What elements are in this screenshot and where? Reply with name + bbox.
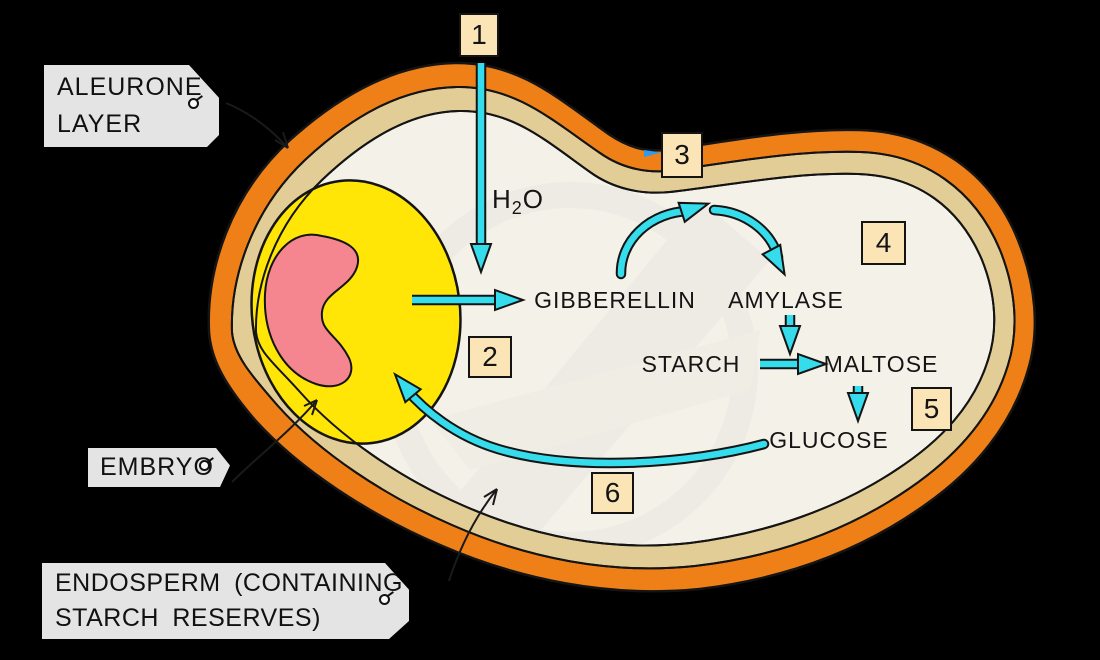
endosperm-tag: ENDOSPERM (CONTAINING STARCH RESERVES) [42, 563, 409, 639]
step-box-4: 4 [861, 221, 906, 265]
embryo-shape [263, 233, 360, 388]
h2o-subscript: 2 [511, 198, 523, 218]
endosperm-label-line1: ENDOSPERM (CONTAINING [55, 569, 403, 597]
h2o-arrow [469, 63, 493, 275]
embryo-to-gibberellin-arrow [412, 288, 526, 312]
aleurone-layer-label-line2: LAYER [57, 110, 143, 138]
starch-to-maltose-arrow [760, 352, 829, 376]
step-box-6: 6 [591, 472, 634, 514]
step-box-5: 5 [911, 387, 952, 431]
embryo-tag-pin-icon [199, 460, 210, 471]
embryo-pointer-arrow [231, 399, 318, 483]
glucose-to-embryo-arrow [393, 371, 770, 469]
step-box-2: 2 [468, 336, 512, 378]
h2o-h: H [492, 184, 512, 214]
h2o-label: H2O [492, 184, 544, 219]
aleurone-boundary-line [230, 85, 1016, 570]
aleurone-layer-label-line1: ALEURONE [57, 73, 203, 101]
step-5-number: 5 [923, 393, 940, 424]
gibberellin-label: GIBBERELLIN [534, 287, 696, 313]
endosperm-label-line2: STARCH RESERVES) [55, 604, 321, 632]
amylase-label: AMYLASE [728, 287, 844, 313]
endosperm-pointer-arrow [448, 488, 498, 582]
step-box-3: 3 [661, 132, 703, 178]
embryo-label: EMBRYO [100, 453, 214, 481]
glucose-label: GLUCOSE [769, 427, 889, 453]
step-box-1: 1 [459, 13, 499, 57]
step-6-number: 6 [604, 477, 621, 508]
maltose-label: MALTOSE [823, 351, 939, 377]
step-3-number: 3 [674, 139, 690, 170]
amylase-to-starch-arrow [778, 315, 802, 357]
gibberellin-to-aleurone-arrow [615, 201, 712, 280]
endosperm-boundary-line [254, 109, 996, 547]
aleurone-to-amylase-arrow [708, 204, 786, 277]
water-entry-arrow [644, 150, 661, 157]
aleurone-pointer-arrow [225, 102, 289, 149]
maltose-to-glucose-arrow [846, 386, 870, 424]
step-1-number: 1 [471, 19, 487, 50]
step-2-number: 2 [482, 341, 498, 372]
step-4-number: 4 [875, 227, 892, 258]
h2o-o: O [522, 184, 545, 214]
starch-label: STARCH [641, 351, 741, 377]
endosperm-tag-pin-icon [379, 594, 390, 605]
aleurone-tag-pin-icon [188, 98, 199, 109]
